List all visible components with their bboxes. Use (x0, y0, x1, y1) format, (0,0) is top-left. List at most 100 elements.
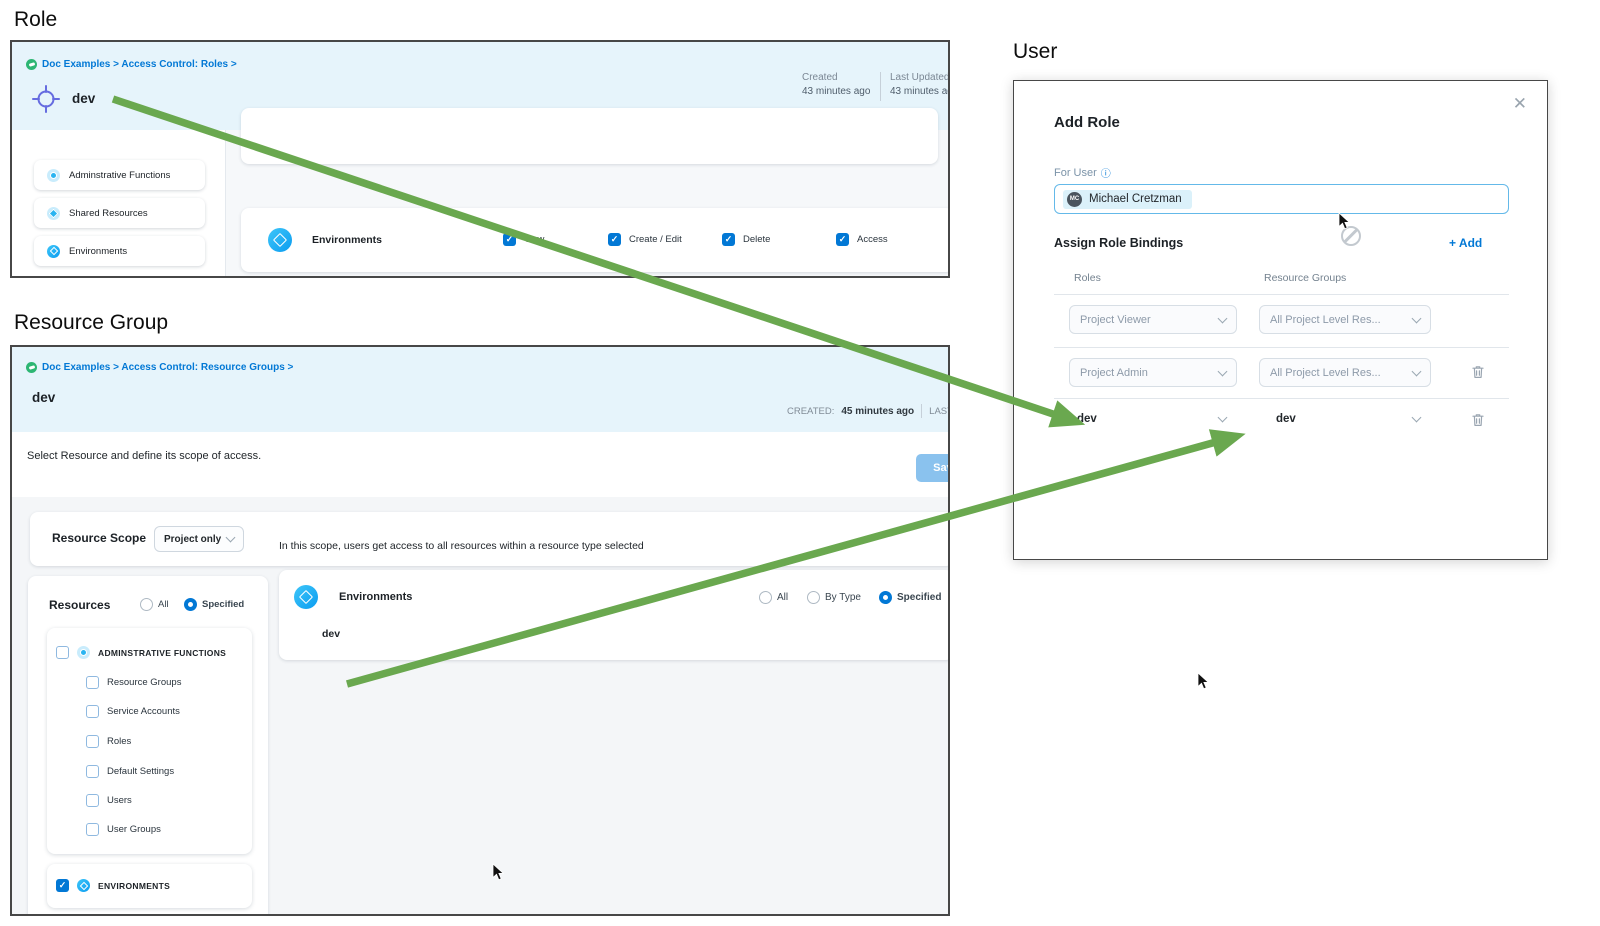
info-icon[interactable]: ⓘ (1100, 169, 1111, 180)
environments-icon (77, 879, 90, 892)
resource-scope-card: Resource Scope Project only (30, 512, 948, 566)
role-select-2[interactable]: Project Admin (1069, 358, 1237, 387)
role-target-icon (32, 85, 60, 113)
rg-content: Resource Scope Project only Resources Al… (12, 497, 948, 914)
resource-group-section-title: Resource Group (14, 311, 169, 334)
user-name: Michael Cretzman (1089, 193, 1182, 205)
row-divider (1054, 294, 1509, 295)
checkbox-checked[interactable]: ✓ (836, 233, 849, 246)
chevron-down-icon[interactable] (1217, 412, 1228, 423)
created-label: CREATED: (787, 405, 835, 417)
chevron-down-icon (1411, 366, 1422, 376)
tree-environments-row[interactable]: ✓ ENVIRONMENTS (56, 879, 170, 892)
updated-label: LAST UPD (929, 405, 948, 417)
environments-icon (47, 244, 60, 258)
tree-item-roles[interactable]: Roles (86, 735, 131, 748)
tree-item-label: Default Settings (107, 766, 175, 777)
checkbox-unchecked[interactable] (86, 676, 99, 689)
column-header-roles: Roles (1074, 272, 1101, 284)
sidebar-item-label: Shared Resources (69, 207, 148, 219)
save-button[interactable]: Save (916, 454, 948, 482)
checkbox-unchecked[interactable] (56, 646, 69, 659)
sidebar-item-environments[interactable]: Environments (34, 236, 205, 266)
created-value: 43 minutes ago (802, 86, 871, 97)
role-section-title: Role (14, 8, 58, 31)
administrative-functions-icon (47, 168, 60, 182)
trash-icon[interactable] (1470, 412, 1486, 428)
radio-selected-icon[interactable] (879, 591, 892, 604)
user-avatar: MC (1067, 191, 1082, 207)
updated-value: 43 minutes ago (890, 86, 948, 97)
radio-selected-icon[interactable] (184, 598, 197, 611)
scope-resource-label: Environments (339, 591, 413, 603)
sidebar-item-shared-resources[interactable]: Shared Resources (34, 198, 205, 228)
resource-group-select-3[interactable]: dev (1276, 413, 1296, 425)
resources-radio-specified[interactable]: Specified (184, 598, 244, 611)
resource-group-select-1[interactable]: All Project Level Res... (1259, 305, 1431, 334)
role-breadcrumb[interactable]: Doc Examples > Access Control: Roles > (26, 59, 237, 70)
checkbox-checked[interactable]: ✓ (608, 233, 621, 246)
resource-group-select-value: All Project Level Res... (1270, 366, 1381, 379)
permission-access[interactable]: ✓ Access (836, 233, 888, 246)
radio-icon[interactable] (807, 591, 820, 604)
tree-item-label: Resource Groups (107, 677, 182, 688)
user-input[interactable]: MC Michael Cretzman (1054, 184, 1509, 214)
environments-tree-card: ✓ ENVIRONMENTS (47, 864, 252, 908)
resources-label: Resources (49, 598, 111, 612)
permission-delete[interactable]: ✓ Delete (722, 233, 770, 246)
user-chip[interactable]: MC Michael Cretzman (1063, 189, 1192, 209)
chevron-down-icon[interactable] (1411, 412, 1422, 423)
scope-radio-by-type[interactable]: By Type (807, 591, 861, 604)
scope-radio-specified[interactable]: Specified (879, 591, 941, 604)
resource-scope-dropdown[interactable]: Project only (154, 526, 244, 552)
harness-logo-icon (26, 362, 37, 373)
chevron-down-icon (225, 532, 236, 543)
tree-item-user-groups[interactable]: User Groups (86, 823, 161, 836)
role-select-1[interactable]: Project Viewer (1069, 305, 1237, 334)
sidebar-item-administrative-functions[interactable]: Adminstrative Functions (34, 160, 205, 190)
rg-breadcrumb[interactable]: Doc Examples > Access Control: Resource … (26, 362, 293, 373)
checkbox-unchecked[interactable] (86, 823, 99, 836)
trash-icon[interactable] (1470, 364, 1486, 380)
checkbox-unchecked[interactable] (86, 705, 99, 718)
chevron-down-icon (1217, 366, 1228, 376)
tree-item-default-settings[interactable]: Default Settings (86, 765, 174, 778)
checkbox-checked[interactable]: ✓ (56, 879, 69, 892)
environments-icon (294, 585, 318, 609)
checkbox-unchecked[interactable] (86, 794, 99, 807)
tree-item-service-accounts[interactable]: Service Accounts (86, 705, 180, 718)
tree-item-label: Users (107, 795, 132, 806)
breadcrumb-text[interactable]: Doc Examples > Access Control: Resource … (42, 362, 294, 373)
radio-icon[interactable] (759, 591, 772, 604)
role-select-value: Project Viewer (1080, 313, 1151, 326)
permission-view[interactable]: ✓ View (503, 233, 544, 246)
scope-radio-all[interactable]: All (759, 591, 788, 604)
checkbox-unchecked[interactable] (86, 735, 99, 748)
resource-label: Environments (312, 234, 383, 246)
tree-item-users[interactable]: Users (86, 794, 132, 807)
add-binding-button[interactable]: + Add (1449, 236, 1483, 250)
scope-selected-item[interactable]: dev (322, 628, 341, 640)
row-divider (1054, 347, 1509, 348)
checkbox-checked[interactable]: ✓ (503, 233, 516, 246)
tree-item-resource-groups[interactable]: Resource Groups (86, 676, 181, 689)
tree-parent-row[interactable]: ADMINSTRATIVE FUNCTIONS (56, 646, 226, 659)
breadcrumb-text[interactable]: Doc Examples > Access Control: Roles > (42, 59, 237, 70)
close-icon[interactable]: ✕ (1512, 94, 1527, 113)
checkbox-unchecked[interactable] (86, 765, 99, 778)
resources-radio-all[interactable]: All (140, 598, 169, 611)
permission-label: View (524, 234, 545, 245)
checkbox-checked[interactable]: ✓ (722, 233, 735, 246)
column-header-resource-groups: Resource Groups (1264, 272, 1347, 284)
radio-label: By Type (825, 592, 861, 603)
radio-label: All (158, 599, 169, 610)
scope-hint-text: In this scope, users get access to all r… (279, 540, 644, 552)
modal-title: Add Role (1054, 114, 1120, 131)
resource-group-select-2[interactable]: All Project Level Res... (1259, 358, 1431, 387)
role-select-3[interactable]: dev (1077, 413, 1097, 425)
created-value: 45 minutes ago (841, 405, 915, 417)
radio-icon[interactable] (140, 598, 153, 611)
permission-create-edit[interactable]: ✓ Create / Edit (608, 233, 682, 246)
radio-label: Specified (897, 592, 942, 603)
partial-card (241, 108, 938, 164)
